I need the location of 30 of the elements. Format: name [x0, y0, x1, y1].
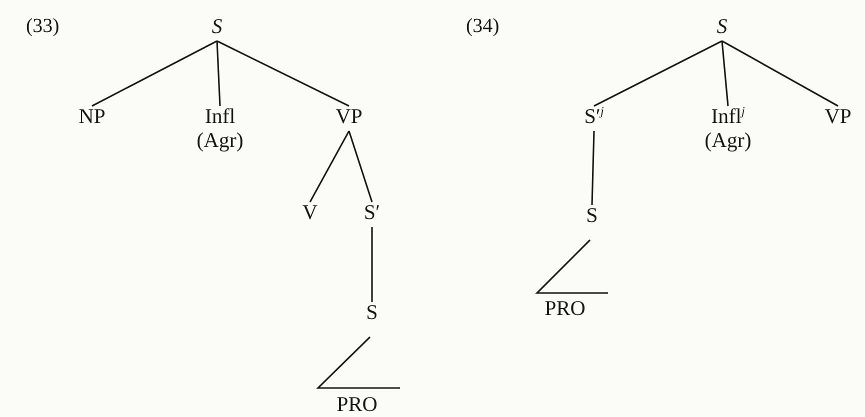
tree-node-label: S′$^{j}$	[584, 104, 604, 128]
tree-node-label: S	[366, 300, 378, 324]
feature-label: (Agr)	[196, 128, 244, 152]
tree-node-label: NP	[78, 104, 106, 128]
tree-branch	[216, 40, 221, 106]
example-number: (34)	[466, 14, 500, 38]
tree-node-label: S	[212, 14, 222, 38]
tree-node-label: S	[586, 203, 598, 227]
feature-label: (Agr)	[704, 128, 752, 152]
tree-branch	[348, 130, 373, 202]
tree-branch	[216, 40, 350, 107]
tree-node-label: Infl$^{j}$	[711, 104, 745, 128]
example-number: (33)	[26, 14, 60, 38]
tree-branch	[722, 40, 838, 107]
tree-node-label: PRO	[336, 392, 378, 416]
tree-node-label: Infl	[204, 104, 236, 128]
tree-node-label: VP	[824, 104, 852, 128]
triangle-branch	[316, 336, 400, 389]
tree-node-label: S′	[364, 200, 380, 224]
tree-branch	[721, 40, 729, 106]
triangle-branch	[535, 239, 608, 294]
tree-branch	[371, 227, 373, 302]
tree-branch	[594, 40, 722, 107]
tree-node-label: S	[716, 14, 728, 38]
tree-branch	[591, 130, 595, 206]
tree-branch	[92, 40, 218, 107]
tree-branch	[309, 130, 350, 202]
tree-node-label: PRO	[544, 296, 586, 320]
tree-node-label: VP	[336, 104, 362, 128]
tree-node-label: V	[302, 200, 318, 224]
